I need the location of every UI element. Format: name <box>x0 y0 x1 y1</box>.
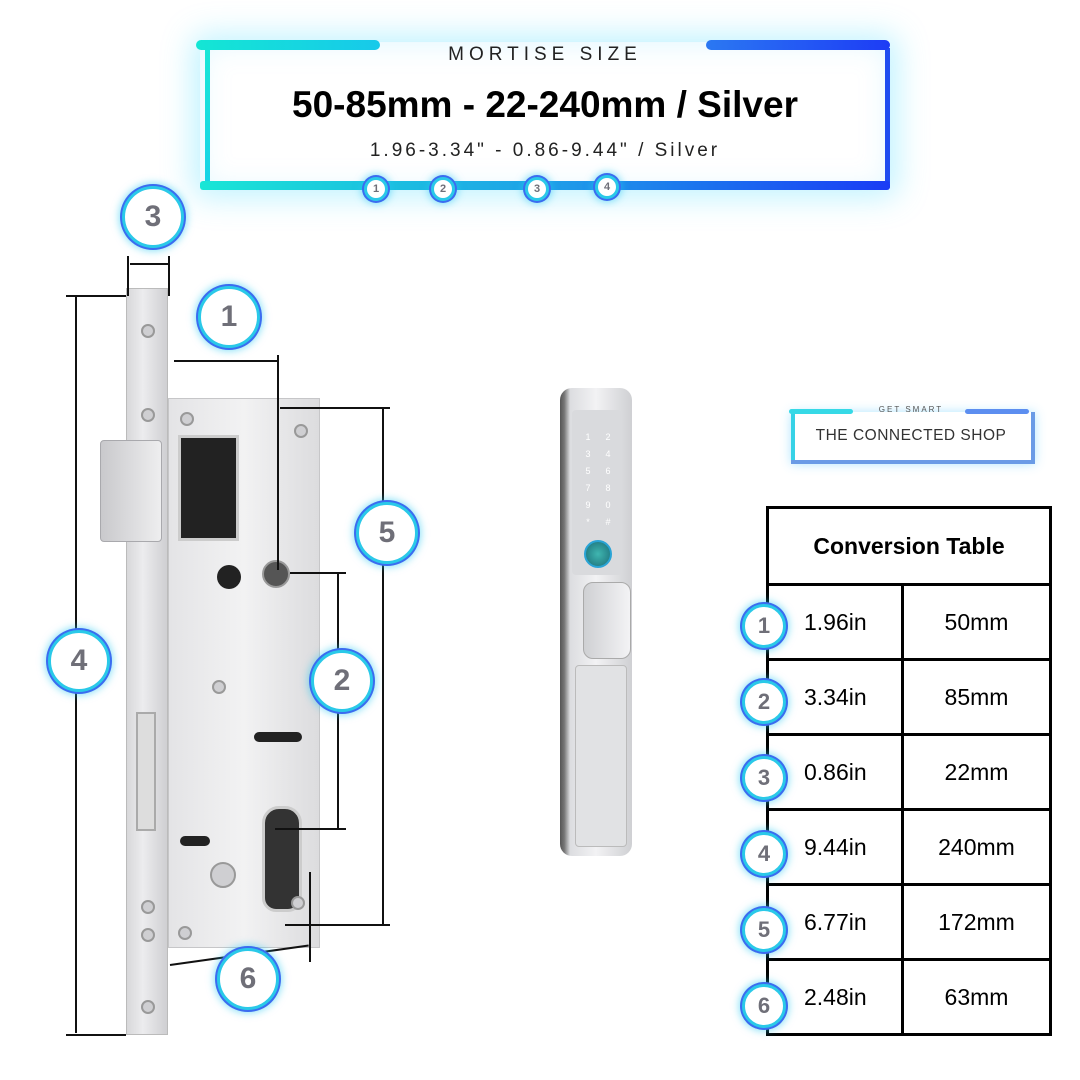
key: 0 <box>605 500 611 510</box>
logo-frame-cap-right <box>965 409 1029 414</box>
dimension-arrow-3 <box>130 263 168 265</box>
key: 6 <box>605 466 611 476</box>
table-badge-2: 2 <box>742 680 786 724</box>
callout-6: 6 <box>217 948 279 1010</box>
dimension-line-5-bottom <box>285 924 390 926</box>
lock-handle <box>583 582 631 659</box>
callout-5: 5 <box>356 502 418 564</box>
dimension-line-2-bottom <box>275 828 346 830</box>
table-row: 3.34in 85mm <box>766 658 1052 736</box>
step-marker-1: 1 <box>364 177 388 201</box>
screw-icon <box>141 408 155 422</box>
screw-icon <box>212 680 226 694</box>
dimension-arrow-1 <box>174 360 278 362</box>
spindle-hole <box>217 565 241 589</box>
page-title: 50-85mm - 22-240mm / Silver <box>292 84 798 125</box>
screw-icon <box>178 926 192 940</box>
lock-lower-panel <box>575 665 627 847</box>
mm-cell: 63mm <box>901 958 1052 1036</box>
logo-tagline: GET SMART <box>878 405 944 414</box>
euro-cylinder-cutout <box>262 806 302 912</box>
key: 2 <box>605 432 611 442</box>
table-badge-1: 1 <box>742 604 786 648</box>
fingerprint-sensor-icon <box>584 540 612 568</box>
dimension-line-3-right <box>168 256 170 296</box>
callout-4: 4 <box>48 630 110 692</box>
step-marker-3: 3 <box>525 177 549 201</box>
screw-icon <box>141 900 155 914</box>
faceplate-slot <box>136 712 156 831</box>
header-label: MORTISE SIZE <box>448 44 642 65</box>
header-subtitle: 1.96-3.34" - 0.86-9.44" / Silver <box>369 140 721 161</box>
bolt-window <box>178 435 239 541</box>
inches-cell: 1.96in <box>766 583 904 661</box>
mm-cell: 50mm <box>901 583 1052 661</box>
dimension-line-4-top <box>66 295 126 297</box>
inches-cell: 3.34in <box>766 658 904 736</box>
dimension-line-4-bottom <box>66 1034 126 1036</box>
table-title: Conversion Table <box>766 506 1052 586</box>
table-badge-4: 4 <box>742 832 786 876</box>
slot-hole <box>180 836 210 846</box>
screw-icon <box>141 324 155 338</box>
dimension-line-2-top <box>290 572 346 574</box>
table-header-row: Conversion Table <box>766 506 1052 586</box>
table-row: 2.48in 63mm <box>766 958 1052 1036</box>
mm-cell: 22mm <box>901 733 1052 811</box>
table-row: 1.96in 50mm <box>766 583 1052 661</box>
faceplate <box>126 288 168 1035</box>
table-row: 6.77in 172mm <box>766 883 1052 961</box>
dimension-line-1-right <box>277 355 279 570</box>
dimension-arrow-5 <box>382 409 384 924</box>
key: 3 <box>585 449 591 459</box>
latch-bolt <box>100 440 162 542</box>
step-marker-4: 4 <box>595 175 619 199</box>
mm-cell: 240mm <box>901 808 1052 886</box>
dimension-line-5-top <box>280 407 390 409</box>
callout-1: 1 <box>198 286 260 348</box>
key: 8 <box>605 483 611 493</box>
dimension-line-6-right <box>309 872 311 962</box>
key: 9 <box>585 500 591 510</box>
inches-cell: 0.86in <box>766 733 904 811</box>
table-badge-6: 6 <box>742 984 786 1028</box>
table-row: 0.86in 22mm <box>766 733 1052 811</box>
mm-cell: 172mm <box>901 883 1052 961</box>
screw-icon <box>180 412 194 426</box>
screw-icon <box>141 1000 155 1014</box>
key: * <box>586 517 590 527</box>
inches-cell: 9.44in <box>766 808 904 886</box>
slot-hole <box>254 732 302 742</box>
round-hole <box>210 862 236 888</box>
callout-3: 3 <box>122 186 184 248</box>
keypad-keys: 1 2 3 4 5 6 7 8 9 0 * # <box>578 432 618 527</box>
header-frame-cap-right <box>706 40 890 50</box>
table-badge-3: 3 <box>742 756 786 800</box>
callout-2: 2 <box>311 650 373 712</box>
header-frame-cap-left <box>196 40 380 50</box>
key: 4 <box>605 449 611 459</box>
key: 1 <box>585 432 591 442</box>
screw-icon <box>291 896 305 910</box>
follower-hub <box>262 560 290 588</box>
table-badge-5: 5 <box>742 908 786 952</box>
key: 7 <box>585 483 591 493</box>
key: # <box>605 517 611 527</box>
logo-frame-cap-left <box>789 409 853 414</box>
step-marker-2: 2 <box>431 177 455 201</box>
inches-cell: 2.48in <box>766 958 904 1036</box>
logo-frame <box>791 412 1035 464</box>
table-row: 9.44in 240mm <box>766 808 1052 886</box>
logo-name: THE CONNECTED SHOP <box>815 427 1007 444</box>
key: 5 <box>585 466 591 476</box>
screw-icon <box>294 424 308 438</box>
mm-cell: 85mm <box>901 658 1052 736</box>
dimension-line-3-left <box>127 256 129 296</box>
conversion-table: Conversion Table 1.96in 50mm 3.34in 85mm… <box>766 506 1052 1036</box>
screw-icon <box>141 928 155 942</box>
inches-cell: 6.77in <box>766 883 904 961</box>
